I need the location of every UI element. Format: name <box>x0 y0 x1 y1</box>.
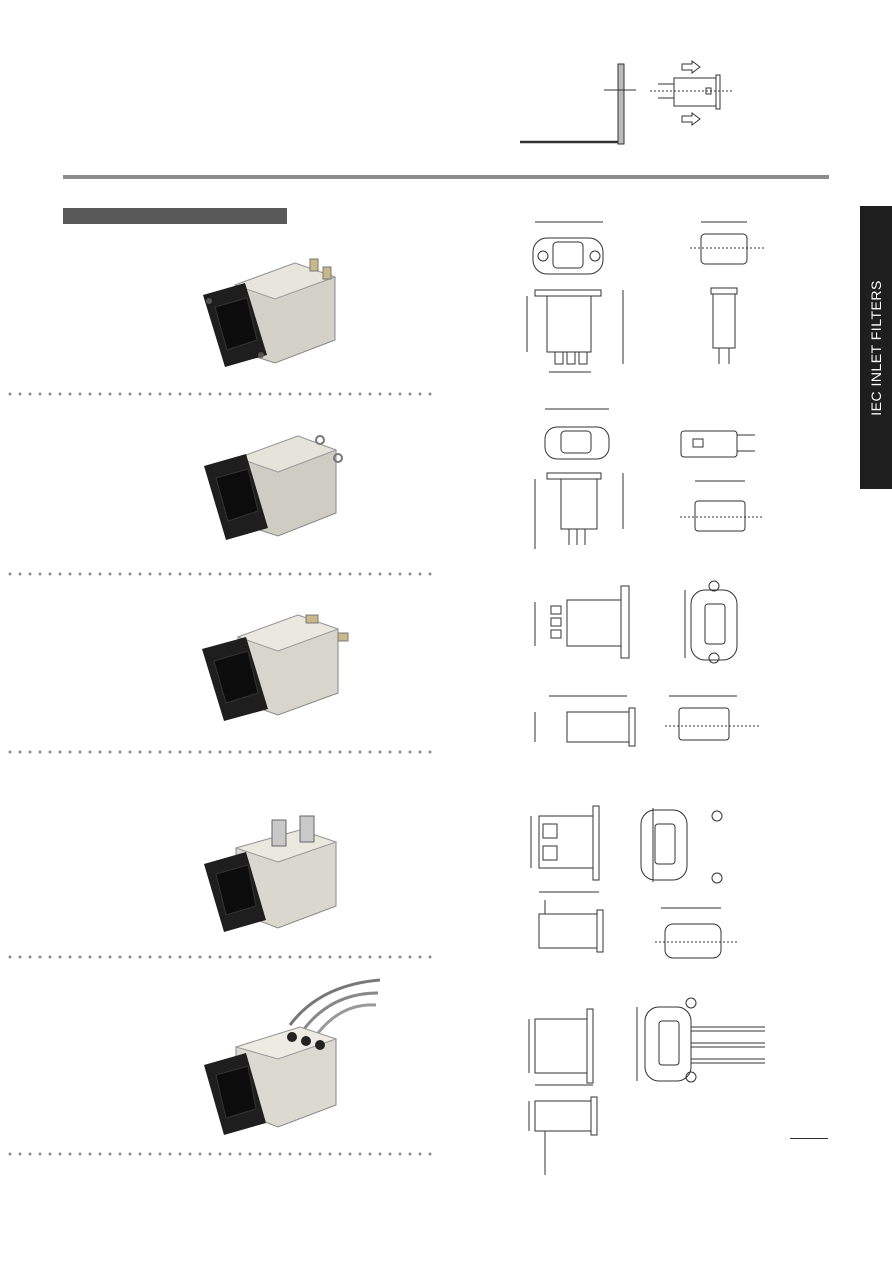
section-header-bar <box>63 208 287 224</box>
product-5-drawing <box>528 997 765 1175</box>
separator-2 <box>5 572 435 576</box>
product-1-drawing <box>526 221 765 373</box>
product-2-photo <box>204 435 343 540</box>
side-tab-label: IEC INLET FILTERS <box>868 279 884 416</box>
product-3-drawing <box>534 580 759 747</box>
panel-mount-diagram <box>520 60 734 145</box>
product-3-photo <box>202 614 349 721</box>
top-divider <box>63 175 829 179</box>
separator-3 <box>5 750 435 754</box>
product-1-photo <box>203 258 337 367</box>
product-4-photo <box>204 815 338 932</box>
footer-rule <box>790 1138 828 1139</box>
product-4-drawing <box>530 805 739 959</box>
separator-4 <box>5 955 435 959</box>
separator-1 <box>5 392 435 396</box>
product-2-drawing <box>534 408 763 549</box>
separator-5 <box>5 1152 435 1156</box>
product-5-photo <box>204 978 380 1135</box>
side-tab: IEC INLET FILTERS <box>860 206 892 489</box>
